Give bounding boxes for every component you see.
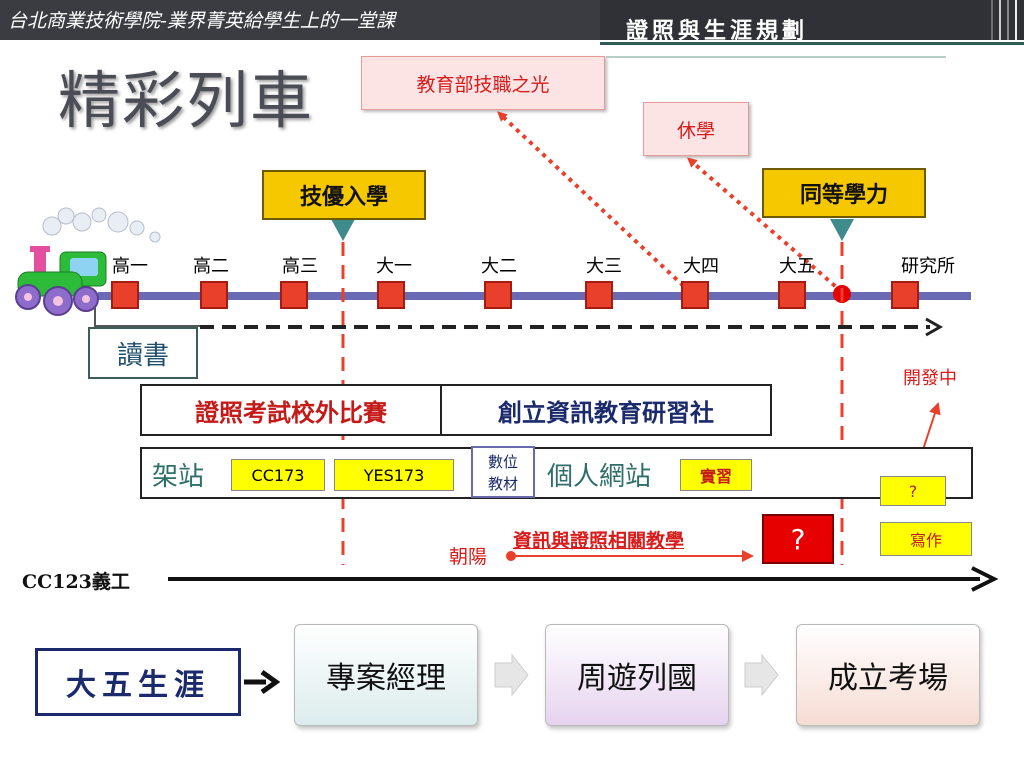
dotted-arrow-moe [497,111,692,294]
timeline-axis [98,292,971,300]
label-equivalent-qualification: 同等學力 [762,168,926,218]
study-box: 讀書 [88,327,198,379]
volunteer-label: CC123義工 [22,571,130,593]
timeline-label: 研究所 [901,256,955,277]
timeline-marker [280,281,308,309]
career-label-box: 大五生涯 [35,648,241,716]
timeline-marker [585,281,613,309]
in-development-label: 開發中 [903,368,957,389]
tag-writing: 寫作 [880,522,972,556]
digital-materials-box: 數位 教材 [471,446,535,498]
timeline-label: 高三 [282,256,318,277]
header-bar-left [0,0,600,40]
train-icon [15,207,161,316]
section-title: 證照與生涯規劃 [626,18,809,44]
teaching-label: 資訊與證照相關教學 [513,530,685,552]
dotted-arrow-suspend [686,157,844,294]
tag-cc173: CC173 [231,459,325,491]
site-building-label: 架站 [152,462,205,492]
dashed-arrow-study-head [925,317,944,337]
tag-question-small: ? [880,476,946,506]
header-title: 台北商業技術學院-業界菁英給學生上的一堂課 [8,10,395,32]
timeline-label: 大五 [779,256,815,277]
timeline-label: 大三 [586,256,622,277]
career-step-card: 成立考場 [796,624,980,726]
study-bracket [94,300,200,327]
competition-box: 證照考試校外比賽 [140,384,442,436]
marker-triangle-equivalent [830,219,854,241]
timeline-label: 大四 [683,256,719,277]
timeline-marker [377,281,405,309]
career-chevron-2 [744,653,779,697]
career-arrow-head [260,669,281,695]
career-step-card: 周遊列國 [545,624,729,726]
timeline-label: 大二 [481,256,517,277]
timeline-marker [681,281,709,309]
timeline-marker [891,281,919,309]
timeline-label: 高一 [112,256,148,277]
career-chevron-1 [494,653,529,697]
marker-triangle-admission [331,219,355,241]
timeline-label: 高二 [193,256,229,277]
tag-internship: 實習 [680,459,752,491]
teaching-start-dot [506,551,516,561]
chaoyang-label: 朝陽 [449,546,488,568]
timeline-marker [200,281,228,309]
personal-site-label: 個人網站 [547,462,652,492]
header-accent-line-light [606,56,946,58]
volunteer-arrow-head [971,566,999,592]
timeline-marker [484,281,512,309]
tag-yes173: YES173 [334,459,454,491]
timeline-label: 大一 [376,256,412,277]
question-box: ? [762,514,834,564]
callout-suspend-study: 休學 [643,102,749,156]
timeline-marker [778,281,806,309]
label-merit-admission: 技優入學 [262,170,426,220]
club-box: 創立資訊教育研習社 [440,384,772,436]
page-title: 精彩列車 [58,64,315,137]
callout-moe-award: 教育部技職之光 [361,56,605,110]
timeline-marker [111,281,139,309]
career-step-card: 專案經理 [294,624,478,726]
header-accent-line [600,42,1024,45]
corner-lines-decoration [991,0,1017,40]
